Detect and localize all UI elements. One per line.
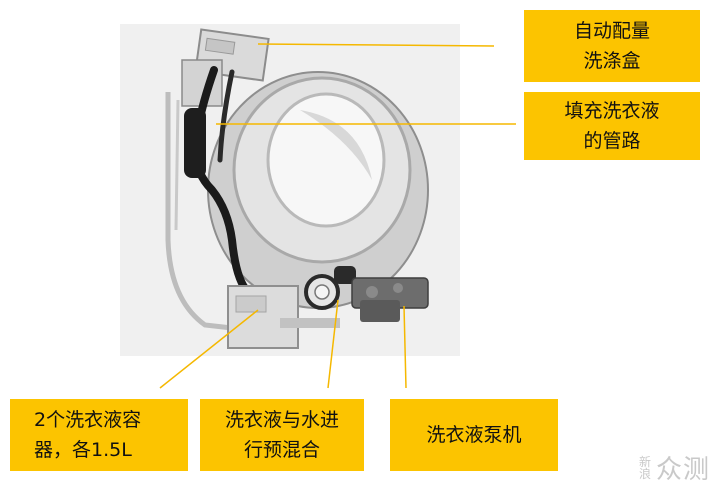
label-auto-dosing-box: 自动配量 洗涤盒 — [524, 10, 700, 82]
label-fill-pipe: 填充洗衣液 的管路 — [524, 92, 700, 160]
pump-motor — [351, 277, 429, 322]
watermark-small-text: 新 浪 — [638, 454, 651, 481]
detergent-pipe-2 — [217, 69, 235, 163]
drum-opening — [266, 92, 386, 228]
watermark-logo: 新 浪 众测 — [638, 449, 710, 486]
label-detergent-containers: 2个洗衣液容 器，各1.5L — [10, 399, 188, 471]
frame-tube — [165, 92, 233, 331]
black-pipe-fitting — [184, 108, 206, 178]
leader-line-premix — [327, 299, 339, 389]
washing-machine-assembly — [165, 28, 429, 349]
leader-line-containers — [159, 309, 259, 389]
watermark-big-text: 众测 — [655, 455, 710, 485]
leader-line-pump — [403, 305, 407, 389]
detergent-container — [227, 285, 299, 349]
leader-line-auto-dosing — [257, 43, 495, 47]
label-pump: 洗衣液泵机 — [390, 399, 558, 471]
label-premix: 洗衣液与水进 行预混合 — [200, 399, 364, 471]
